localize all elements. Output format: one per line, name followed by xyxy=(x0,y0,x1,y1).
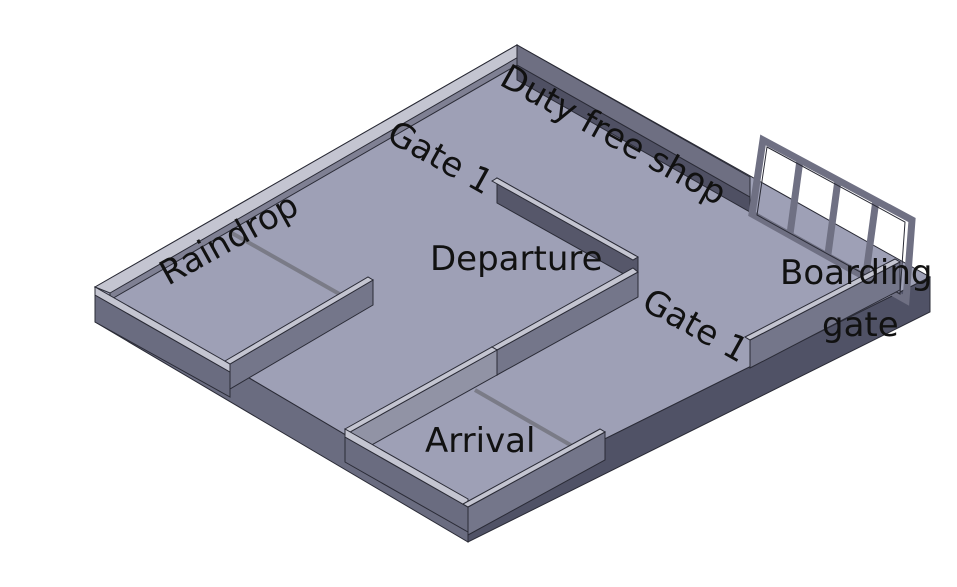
gate-frame-inner-edge xyxy=(756,146,906,295)
arrival-front-wall-top xyxy=(461,428,607,508)
floor-slab xyxy=(94,44,932,543)
gate-frame-outline xyxy=(748,134,916,306)
divider-inner-top xyxy=(491,177,639,261)
arrival-room xyxy=(344,346,607,536)
boarding-gate-frame-edges xyxy=(756,146,906,295)
gate-frame-bar-3 xyxy=(862,199,880,275)
label-departure: Departure xyxy=(430,239,603,279)
departure-divider-wall xyxy=(491,177,639,376)
label-arrival: Arrival xyxy=(425,421,535,461)
raindrop-room-divider-line xyxy=(229,230,351,302)
gate-frame-bar-2 xyxy=(824,179,842,255)
boarding-gate-wall-top xyxy=(743,258,902,341)
raindrop-front-wall-top xyxy=(224,276,374,365)
boarding-gate-frame xyxy=(748,134,916,306)
label-boarding-gate-line1: Boarding xyxy=(780,253,933,293)
back-wall-left xyxy=(93,44,528,301)
raindrop-room xyxy=(94,230,374,398)
label-boarding-gate-line2: gate xyxy=(822,305,899,345)
back-wall-right xyxy=(516,44,751,213)
gate-frame-bar-1 xyxy=(786,159,804,235)
back-wall-right-top xyxy=(516,44,751,198)
boarding-gate-wall xyxy=(743,258,902,369)
